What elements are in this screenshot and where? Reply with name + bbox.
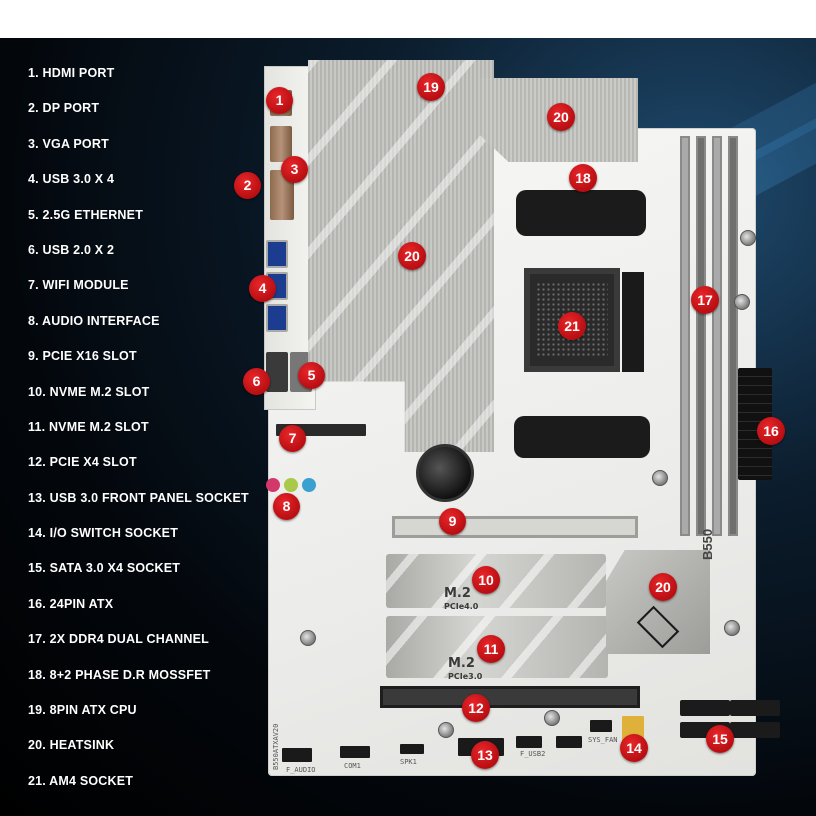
- silkscreen-com: COM1: [344, 762, 361, 770]
- legend-item-usb3: 4. USB 3.0 X 4: [28, 172, 115, 187]
- m2-bottom-label: M.2: [448, 656, 475, 671]
- callout-badge-2: 2: [234, 172, 261, 199]
- front-audio-header: [282, 748, 312, 762]
- cmos-battery: [416, 444, 474, 502]
- legend-item-ddr4: 17. 2X DDR4 DUAL CHANNEL: [28, 632, 209, 647]
- callout-badge-3: 3: [281, 156, 308, 183]
- ddr4-slot: [696, 136, 706, 536]
- callout-badge-15: 15: [706, 725, 734, 753]
- m2-top-label: M.2: [444, 586, 471, 601]
- silkscreen-spk: SPK1: [400, 758, 417, 766]
- legend-item-ethernet: 5. 2.5G ETHERNET: [28, 207, 144, 222]
- legend-item-8pin-cpu: 19. 8PIN ATX CPU: [28, 703, 137, 718]
- callout-badge-12: 12: [462, 694, 490, 722]
- usb2-port: [266, 352, 288, 392]
- legend-item-am4-socket: 21. AM4 SOCKET: [28, 773, 134, 788]
- callout-badge-8: 8: [273, 493, 300, 520]
- ddr4-slot: [728, 136, 738, 536]
- callout-badge-10: 10: [472, 566, 500, 594]
- callout-badge-13: 13: [471, 741, 499, 769]
- speaker-header: [400, 744, 424, 754]
- legend-item-nvme-2: 11. NVME M.2 SLOT: [28, 419, 149, 434]
- capacitor: [544, 710, 560, 726]
- usb3-port: [266, 240, 288, 268]
- callout-badge-16: 16: [757, 417, 785, 445]
- audio-jack-blue: [302, 478, 316, 492]
- callout-badge-21: 21: [558, 312, 586, 340]
- legend-item-sata: 15. SATA 3.0 X4 SOCKET: [28, 561, 181, 576]
- dp-port: [270, 126, 292, 162]
- chipset-heatsink: [606, 550, 710, 654]
- capacitor: [724, 620, 740, 636]
- legend-item-io-switch: 14. I/O SWITCH SOCKET: [28, 526, 179, 541]
- callout-badge-20-io: 20: [398, 242, 426, 270]
- legend-item-mosfet: 18. 8+2 PHASE D.R MOSSFET: [28, 667, 211, 682]
- callout-badge-18: 18: [569, 164, 597, 192]
- legend-item-dp-port: 2. DP PORT: [28, 101, 100, 116]
- legend-item-pcie-x4: 12. PCIE X4 SLOT: [28, 455, 137, 470]
- callout-badge-17: 17: [691, 286, 719, 314]
- legend-item-heatsink: 20. HEATSINK: [28, 738, 115, 753]
- silkscreen-model: B550ATXAV20: [272, 723, 280, 770]
- sata-port: [730, 700, 780, 716]
- legend-item-nvme-1: 10. NVME M.2 SLOT: [28, 384, 150, 399]
- callout-badge-20-vrm: 20: [547, 103, 575, 131]
- callout-badge-4: 4: [249, 275, 276, 302]
- sata-port: [680, 700, 730, 716]
- cpu-retention-bottom: [514, 416, 650, 458]
- callout-badge-1: 1: [266, 87, 293, 114]
- component-legend: 1. HDMI PORT 2. DP PORT 3. VGA PORT 4. U…: [28, 64, 268, 807]
- legend-item-audio-interface: 8. AUDIO INTERFACE: [28, 313, 160, 328]
- callout-badge-14: 14: [620, 734, 648, 762]
- ddr4-slot: [680, 136, 690, 536]
- silkscreen-f-audio: F_AUDIO: [286, 766, 316, 774]
- ddr4-slot: [712, 136, 722, 536]
- m2-top-sublabel: PCIe4.0: [444, 602, 479, 611]
- callout-badge-19: 19: [417, 73, 445, 101]
- board-model-text: B550: [700, 528, 715, 560]
- legend-item-wifi-module: 7. WIFI MODULE: [28, 278, 129, 293]
- capacitor: [300, 630, 316, 646]
- legend-item-hdmi-port: 1. HDMI PORT: [28, 66, 115, 80]
- silkscreen-sysfan: SYS_FAN: [588, 736, 618, 744]
- legend-item-pcie-x16: 9. PCIE X16 SLOT: [28, 349, 137, 364]
- usb2-front-header: [516, 736, 542, 748]
- usb2-front-header: [556, 736, 582, 748]
- callout-badge-5: 5: [298, 362, 325, 389]
- com-header: [340, 746, 370, 758]
- usb3-port: [266, 304, 288, 332]
- sata-port: [730, 722, 780, 738]
- sys-fan-header: [590, 720, 612, 732]
- callout-badge-7: 7: [279, 425, 306, 452]
- callout-badge-6: 6: [243, 368, 270, 395]
- legend-item-vga-port: 3. VGA PORT: [28, 136, 109, 151]
- pcie-x4-slot: [380, 686, 640, 708]
- legend-item-24pin-atx: 16. 24PIN ATX: [28, 596, 114, 611]
- pcie-x16-slot: [392, 516, 638, 538]
- callout-badge-9: 9: [439, 508, 466, 535]
- capacitor: [438, 722, 454, 738]
- audio-jack-green: [284, 478, 298, 492]
- m2-bottom-sublabel: PCIe3.0: [448, 672, 483, 681]
- callout-badge-20-chipset: 20: [649, 573, 677, 601]
- silkscreen-fusb: F_USB2: [520, 750, 546, 758]
- am4-socket-lever: [622, 272, 644, 372]
- legend-item-usb3-front: 13. USB 3.0 FRONT PANEL SOCKET: [28, 490, 249, 505]
- legend-item-usb2: 6. USB 2.0 X 2: [28, 242, 115, 257]
- capacitor: [734, 294, 750, 310]
- cpu-retention-top: [516, 190, 646, 236]
- audio-jack-pink: [266, 478, 280, 492]
- capacitor: [652, 470, 668, 486]
- callout-badge-11: 11: [477, 635, 505, 663]
- capacitor: [740, 230, 756, 246]
